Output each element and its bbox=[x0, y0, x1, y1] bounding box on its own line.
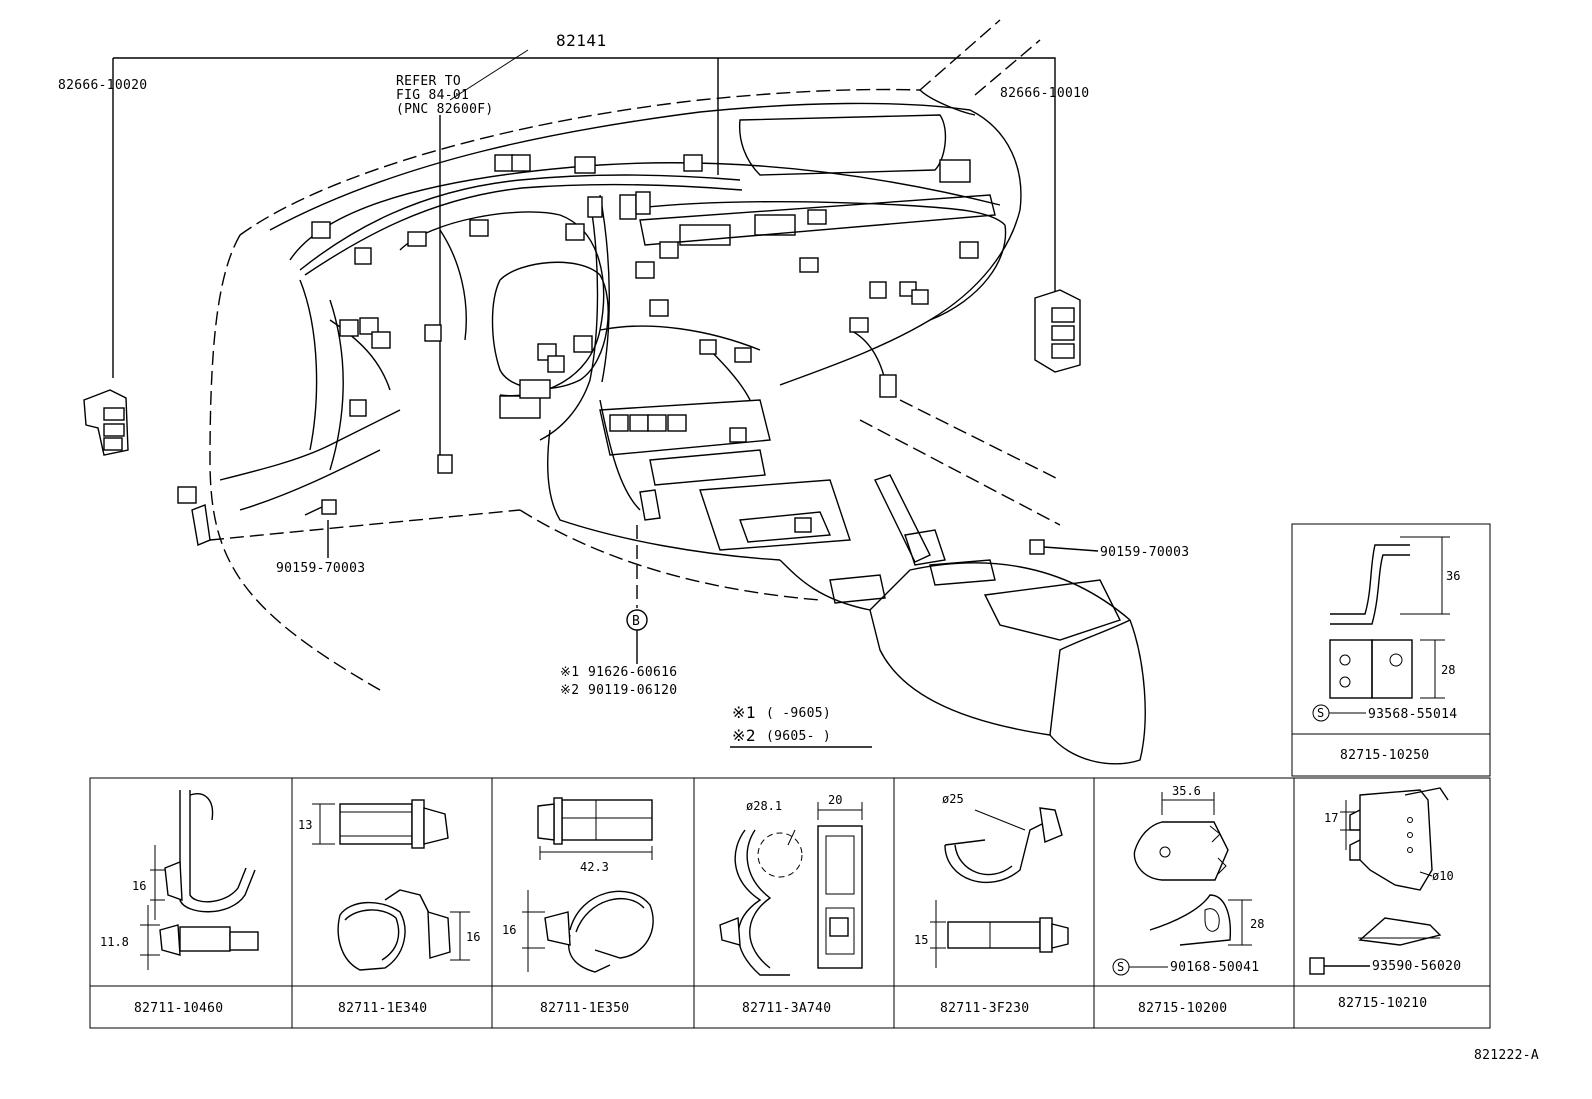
clamp-2-dim-b: 16 bbox=[466, 930, 480, 944]
clamp-3-dim-b: 16 bbox=[502, 923, 516, 937]
dashboard-assembly-illustration bbox=[83, 19, 1146, 765]
clamp-4-dim-a: ø28.1 bbox=[746, 799, 782, 813]
legend2-text: (9605- ) bbox=[766, 729, 831, 744]
refer-note-line3: (PNC 82600F) bbox=[396, 102, 494, 117]
legend2-mark: ※2 bbox=[732, 726, 756, 745]
clamp-1-dim-b: 11.8 bbox=[100, 935, 129, 949]
bolt-left-part-number: 90159-70003 bbox=[276, 561, 365, 576]
clamp-6-illustration bbox=[1112, 792, 1252, 976]
refer-note-line1: REFER TO bbox=[396, 74, 461, 89]
bolt-left-icon bbox=[304, 499, 337, 516]
clamp-6-dim-a: 35.6 bbox=[1172, 784, 1201, 798]
clamp-6-part-number: 82715-10200 bbox=[1138, 1001, 1227, 1016]
left-connector-bracket bbox=[83, 389, 129, 456]
clamp-6-sub-part-number: 90168-50041 bbox=[1170, 960, 1259, 975]
clamp-1-illustration bbox=[140, 790, 259, 970]
clamp-3-part-number: 82711-1E350 bbox=[540, 1001, 629, 1016]
alt2-mark: ※2 bbox=[560, 683, 579, 698]
refer-note-line2: FIG 84-01 bbox=[396, 88, 469, 103]
clamp-6-s-mark: S bbox=[1117, 960, 1124, 974]
left-bracket-part-number: 82666-10020 bbox=[58, 78, 147, 93]
clamp-3-dim-a: 42.3 bbox=[580, 860, 609, 874]
clamp-2-part-number: 82711-1E340 bbox=[338, 1001, 427, 1016]
bracket-detail-box bbox=[1291, 523, 1491, 777]
clamp-7-dim-a: 17 bbox=[1324, 811, 1338, 825]
clamp-1-part-number: 82711-10460 bbox=[134, 1001, 223, 1016]
clamp-6-dim-b: 28 bbox=[1250, 917, 1264, 931]
clamp-7-illustration bbox=[1309, 787, 1449, 975]
alt1-mark: ※1 bbox=[560, 665, 579, 680]
clamp-5-dim-b: 15 bbox=[914, 933, 928, 947]
clamp-4-illustration bbox=[719, 802, 863, 976]
clamp-3-illustration bbox=[522, 797, 654, 973]
right-bracket-part-number: 82666-10010 bbox=[1000, 86, 1089, 101]
figure-code: 821222-A bbox=[1474, 1048, 1539, 1063]
alt1-part-number: 91626-60616 bbox=[588, 665, 677, 680]
clamp-7-part-number: 82715-10210 bbox=[1338, 996, 1427, 1011]
clamp-4-part-number: 82711-3A740 bbox=[742, 1001, 831, 1016]
harness-connectors bbox=[177, 154, 979, 533]
bolt-right-part-number: 90159-70003 bbox=[1100, 545, 1189, 560]
bracket-dim-width: 28 bbox=[1441, 663, 1455, 677]
clamp-7-dim-b: ø10 bbox=[1432, 869, 1454, 883]
clamp-5-dim-a: ø25 bbox=[942, 792, 964, 806]
bolt-right-icon bbox=[1029, 539, 1099, 555]
clamp-7-sub-part-number: 93590-56020 bbox=[1372, 959, 1461, 974]
main-part-number: 82141 bbox=[556, 31, 607, 50]
bracket-part-number: 82715-10250 bbox=[1340, 748, 1429, 763]
bracket-s-mark: S bbox=[1317, 706, 1324, 720]
legend1-text: ( -9605) bbox=[766, 706, 831, 721]
bracket-sub-part-number: 93568-55014 bbox=[1368, 707, 1457, 722]
alt2-part-number: 90119-06120 bbox=[588, 683, 677, 698]
clamp-1-dim-a: 16 bbox=[132, 879, 146, 893]
clamp-2-dim-a: 13 bbox=[298, 818, 312, 832]
right-connector-bracket bbox=[1034, 289, 1081, 373]
legend1-mark: ※1 bbox=[732, 703, 756, 722]
clamp-5-part-number: 82711-3F230 bbox=[940, 1001, 1029, 1016]
bracket-dim-height: 36 bbox=[1446, 569, 1460, 583]
clamp-table bbox=[89, 777, 1491, 1029]
clamp-5-illustration bbox=[930, 807, 1069, 968]
circle-b-label: B bbox=[632, 614, 640, 629]
clamp-2-illustration bbox=[312, 799, 470, 971]
clamp-4-dim-b: 20 bbox=[828, 793, 842, 807]
